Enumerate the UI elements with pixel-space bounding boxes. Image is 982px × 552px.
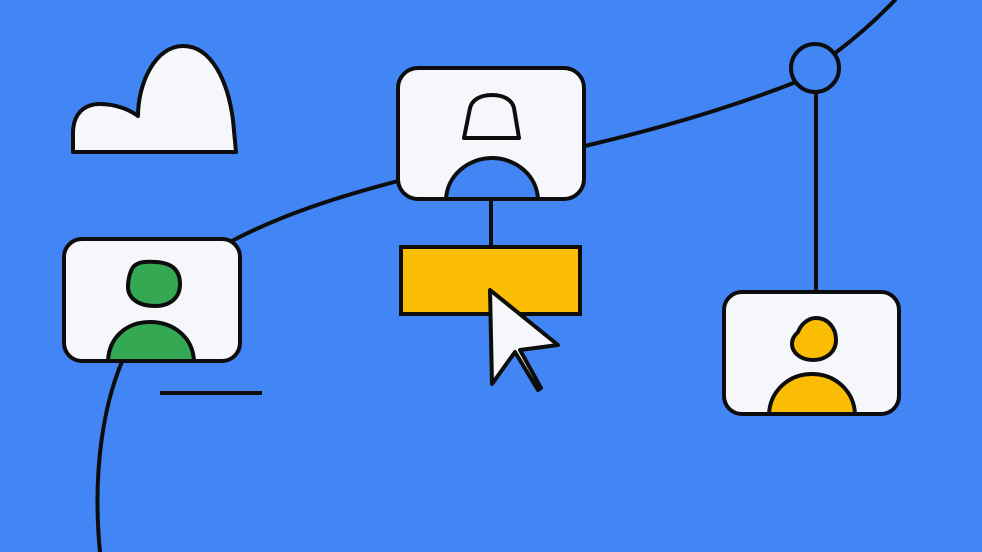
connection-curve-left [95, 353, 127, 552]
green-user-card [62, 237, 242, 363]
connection-curve-upper [583, 80, 798, 148]
user-avatar-body [766, 371, 858, 414]
user-avatar-head [789, 315, 839, 363]
connection-curve-main [226, 178, 404, 245]
user-avatar-body [105, 319, 197, 361]
connection-curve-top [832, 0, 897, 56]
node-circle-icon [789, 42, 841, 94]
user-outline-icon [462, 93, 521, 140]
user-avatar-head [125, 259, 183, 309]
cloud-icon [71, 44, 238, 154]
yellow-user-card [722, 290, 901, 416]
outline-user-card [396, 66, 586, 201]
cursor-arrow-icon [488, 288, 560, 392]
user-outline-body [443, 155, 541, 199]
